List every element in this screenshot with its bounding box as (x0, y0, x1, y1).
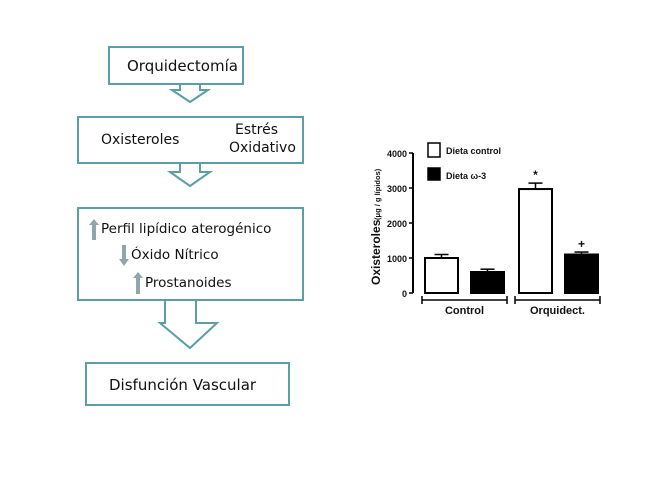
legend-swatch (427, 142, 441, 158)
step-orquidectomia: Orquidectomía (108, 46, 244, 85)
y-tick-label: 3000 (387, 184, 407, 194)
y-tick-label: 0 (402, 289, 407, 299)
bar-Control-Dieta ω-3 (470, 271, 505, 294)
significance-mark: + (578, 237, 585, 251)
step1-label: Orquidectomía (127, 57, 238, 75)
step-effects: Perfil lipídico aterogénico Óxido Nítric… (77, 207, 304, 301)
step-disfuncion: Disfunción Vascular (85, 362, 290, 406)
up-arrow-icon (89, 219, 99, 240)
y-tick-label: 2000 (387, 219, 407, 229)
step4-label: Disfunción Vascular (109, 376, 257, 394)
step-oxisteroles-estres: Oxisteroles Estrés Oxidativo (77, 116, 304, 164)
significance-mark: * (533, 168, 538, 182)
legend-label: Dieta ω-3 (446, 171, 486, 181)
perfil-label: Perfil lipídico aterogénico (101, 221, 272, 237)
up-arrow-icon (133, 272, 143, 294)
down-arrow-icon (119, 245, 129, 266)
legend-label: Dieta control (446, 146, 501, 156)
bar-Control-Dieta control (424, 257, 459, 294)
bar-Orquidect.-Dieta ω-3 (564, 253, 599, 294)
y-axis-label: Oxisteroles (369, 219, 383, 285)
oxido-label: Óxido Nítrico (131, 247, 219, 263)
y-tick-label: 1000 (387, 254, 407, 264)
down-arrow-1 (168, 83, 212, 104)
prostanoides-label: Prostanoides (145, 275, 232, 291)
estres-label: Estrés (235, 122, 278, 138)
y-axis-units: (μg / g lípidos) (373, 168, 382, 220)
down-arrow-2 (166, 162, 214, 188)
oxisteroles-label: Oxisteroles (101, 132, 180, 148)
bar-Orquidect.-Dieta control (518, 188, 553, 294)
oxidativo-label: Oxidativo (229, 140, 296, 156)
y-tick-label: 4000 (387, 149, 407, 159)
x-category-label: Control (445, 305, 484, 317)
x-category-label: Orquidect. (530, 305, 585, 317)
down-arrow-3 (157, 299, 220, 350)
legend-swatch (427, 167, 441, 181)
